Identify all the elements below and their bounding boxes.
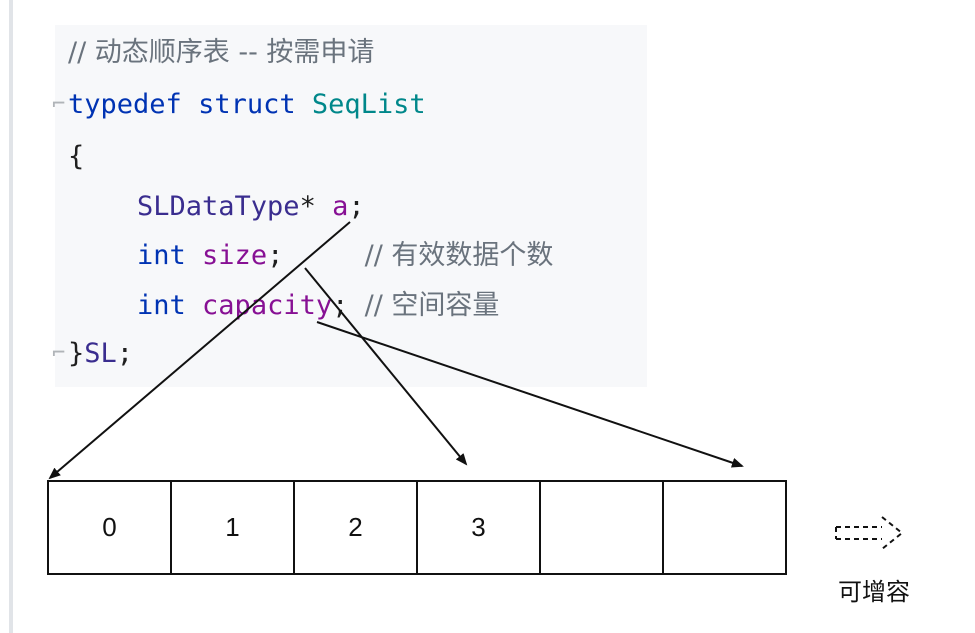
array-cell: [541, 482, 664, 573]
array-cell: 0: [49, 482, 172, 573]
code-line-typedef: typedef struct SeqList: [68, 89, 426, 120]
code-line-close-brace: }SL;: [68, 338, 134, 369]
fold-start-icon[interactable]: ⌐: [52, 92, 66, 117]
code-line-field-capacity: int capacity; // 空间容量: [137, 290, 500, 321]
code-line-comment-title: // 动态顺序表 -- 按需申请: [68, 37, 375, 68]
grow-arrow-icon: [835, 516, 904, 550]
array-cell: 3: [418, 482, 541, 573]
pointer-a-arrow: [48, 221, 351, 480]
grow-label: 可增容: [838, 578, 910, 606]
array-cell: 1: [172, 482, 295, 573]
code-line-open-brace: {: [68, 141, 85, 172]
size-arrow: [304, 267, 468, 466]
blockquote-bar: [9, 0, 13, 633]
fold-end-icon[interactable]: ⌐: [52, 341, 66, 366]
code-line-field-a: SLDataType* a;: [137, 191, 365, 222]
capacity-arrow: [316, 321, 744, 468]
array-cells: 0 1 2 3: [47, 480, 787, 575]
array-cell: 2: [295, 482, 418, 573]
code-block: [55, 25, 647, 387]
code-line-field-size: int size; // 有效数据个数: [137, 240, 554, 271]
